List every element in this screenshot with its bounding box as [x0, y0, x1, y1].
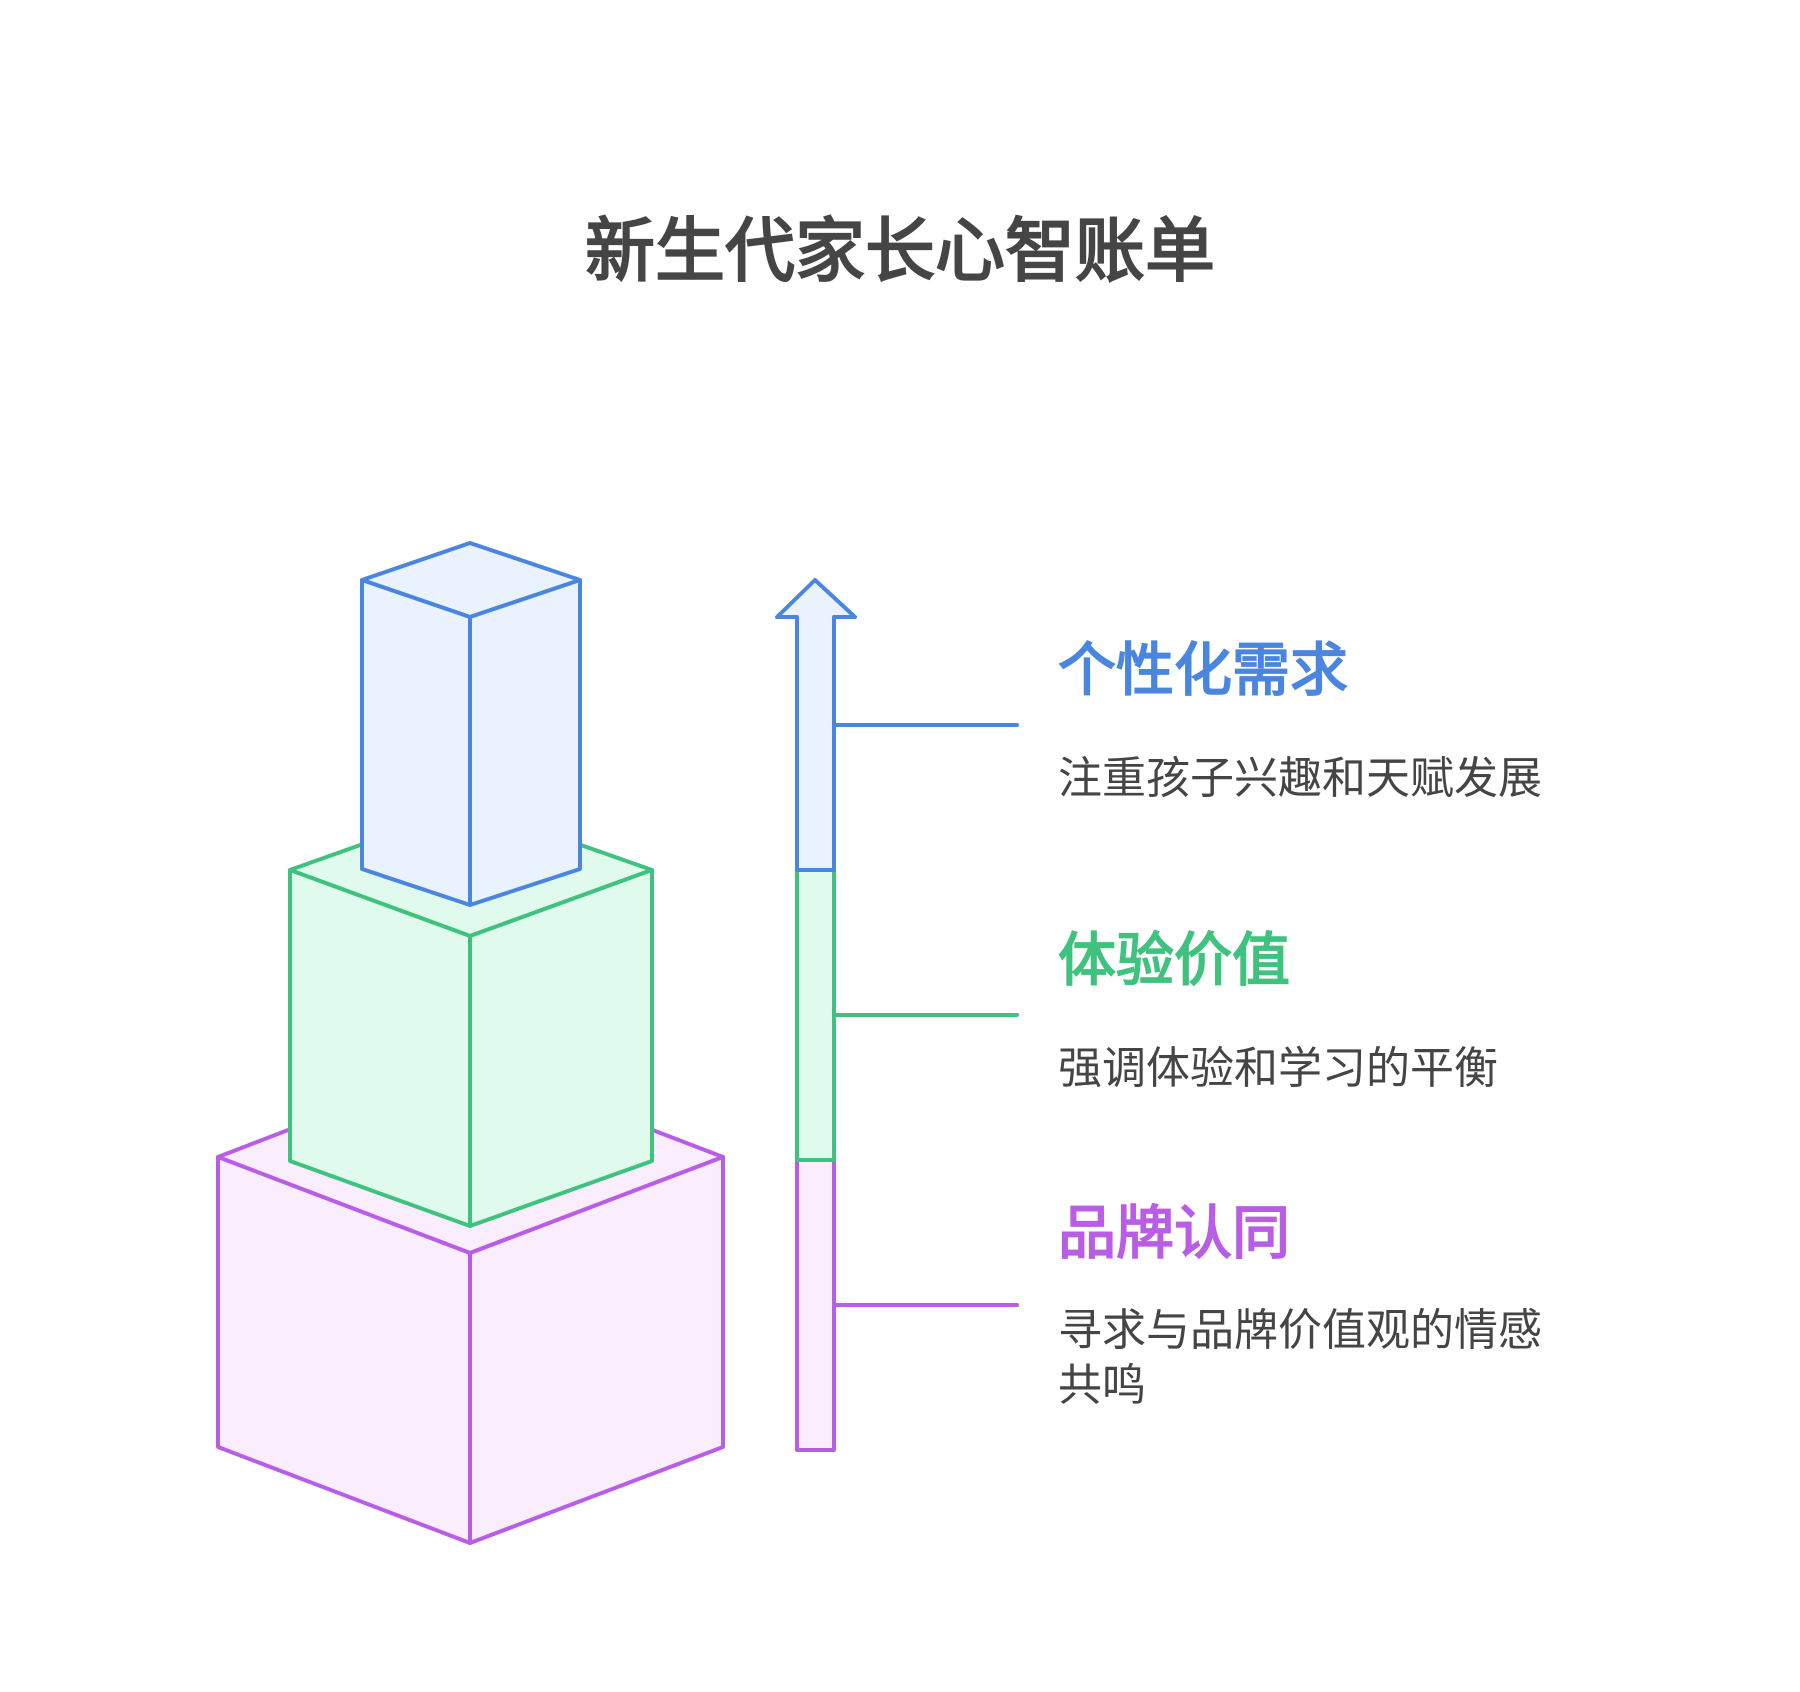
bottom-box-right-face — [468, 1155, 725, 1545]
bottom-box — [216, 1058, 725, 1545]
description-top-line-1: 注重孩子兴趣和天赋发展 — [1058, 753, 1542, 804]
heading-bottom: 品牌认同 — [1058, 1199, 1290, 1267]
arrow-head-icon — [775, 578, 857, 872]
top-box-left-face — [360, 578, 472, 907]
description-bottom-line-2: 共鸣 — [1058, 1360, 1146, 1411]
arrow-segment-purple — [795, 1158, 836, 1452]
middle-box — [288, 804, 654, 1228]
description-middle-line-1: 强调体验和学习的平衡 — [1058, 1043, 1498, 1094]
page-title: 新生代家长心智账单 — [585, 210, 1215, 292]
arrow-segment-green — [795, 868, 836, 1162]
description-bottom-line-1: 寻求与品牌价值观的情感 — [1058, 1305, 1542, 1356]
heading-top: 个性化需求 — [1058, 636, 1348, 704]
top-box-right-face — [468, 578, 582, 907]
middle-box-right-face — [468, 868, 654, 1228]
heading-middle: 体验价值 — [1058, 926, 1290, 994]
top-box — [360, 541, 582, 907]
